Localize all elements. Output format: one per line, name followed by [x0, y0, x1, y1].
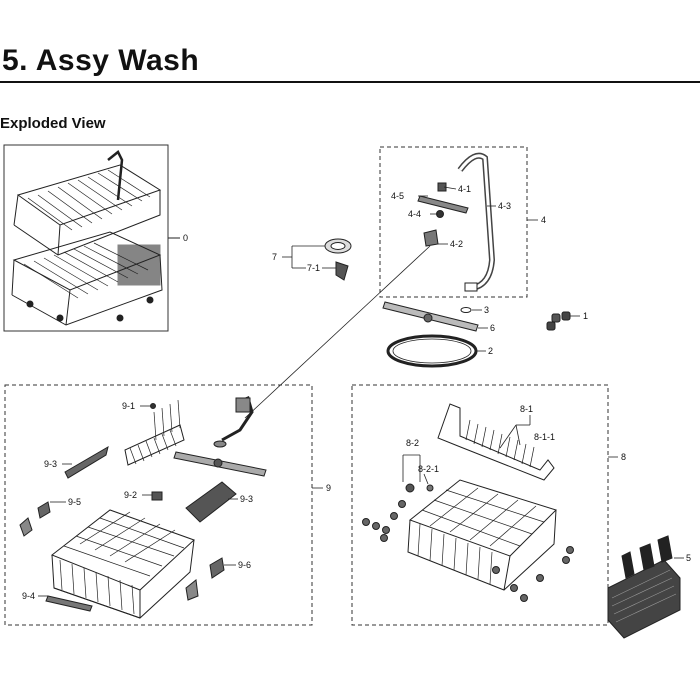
callout-4: 4	[541, 215, 546, 225]
upper-spray-arm-6-illustration	[382, 301, 479, 332]
callout-8-1-1: 8-1-1	[534, 432, 555, 442]
leader-lines-8	[402, 415, 531, 485]
callout-1: 1	[583, 311, 588, 321]
callout-5: 5	[686, 553, 691, 563]
callout-8: 8	[621, 452, 626, 462]
upper-rack-parts-illustration	[19, 395, 267, 619]
page-title: 5. Assy Wash	[2, 44, 200, 77]
callout-9-4: 9-4	[22, 591, 35, 601]
callout-6: 6	[490, 323, 495, 333]
part-3-illustration	[460, 307, 472, 313]
callout-3: 3	[484, 305, 489, 315]
callout-4-4: 4-4	[408, 209, 421, 219]
callout-9-5: 9-5	[68, 497, 81, 507]
cutlery-basket-5-illustration	[607, 535, 681, 639]
section-subtitle: Exploded View	[0, 115, 106, 132]
callout-9-3-right: 9-3	[240, 494, 253, 504]
part-1-illustration	[546, 311, 571, 331]
callout-4-3: 4-3	[498, 201, 511, 211]
callout-8-1: 8-1	[520, 404, 533, 414]
callout-4-1: 4-1	[458, 184, 471, 194]
group-box-9	[4, 384, 313, 626]
connector-line	[244, 245, 431, 419]
part-7-illustration	[324, 238, 352, 281]
callout-0: 0	[183, 233, 188, 243]
callout-9: 9	[326, 483, 331, 493]
lower-rack-parts-illustration	[362, 403, 574, 602]
leader-lines-7	[282, 245, 336, 269]
full-rack-assembly-illustration	[3, 144, 169, 332]
callout-9-6: 9-6	[238, 560, 251, 570]
callout-8-2: 8-2	[406, 438, 419, 448]
callout-7: 7	[272, 252, 277, 262]
callout-4-5: 4-5	[391, 191, 404, 201]
group-box-8	[351, 384, 609, 626]
callout-2: 2	[488, 346, 493, 356]
callout-8-2-1: 8-2-1	[418, 464, 439, 474]
callout-9-3-left: 9-3	[44, 459, 57, 469]
group-box-4	[379, 146, 528, 298]
leader-lines-9	[38, 405, 238, 597]
title-underline	[0, 81, 700, 83]
callout-9-2: 9-2	[124, 490, 137, 500]
callout-9-1: 9-1	[122, 401, 135, 411]
callout-7-1-label: 7-1	[307, 263, 320, 273]
upper-wash-tower-illustration	[417, 152, 496, 292]
leader-lines-4	[418, 186, 538, 245]
callout-4-2: 4-2	[450, 239, 463, 249]
ring-2-illustration	[386, 334, 478, 368]
